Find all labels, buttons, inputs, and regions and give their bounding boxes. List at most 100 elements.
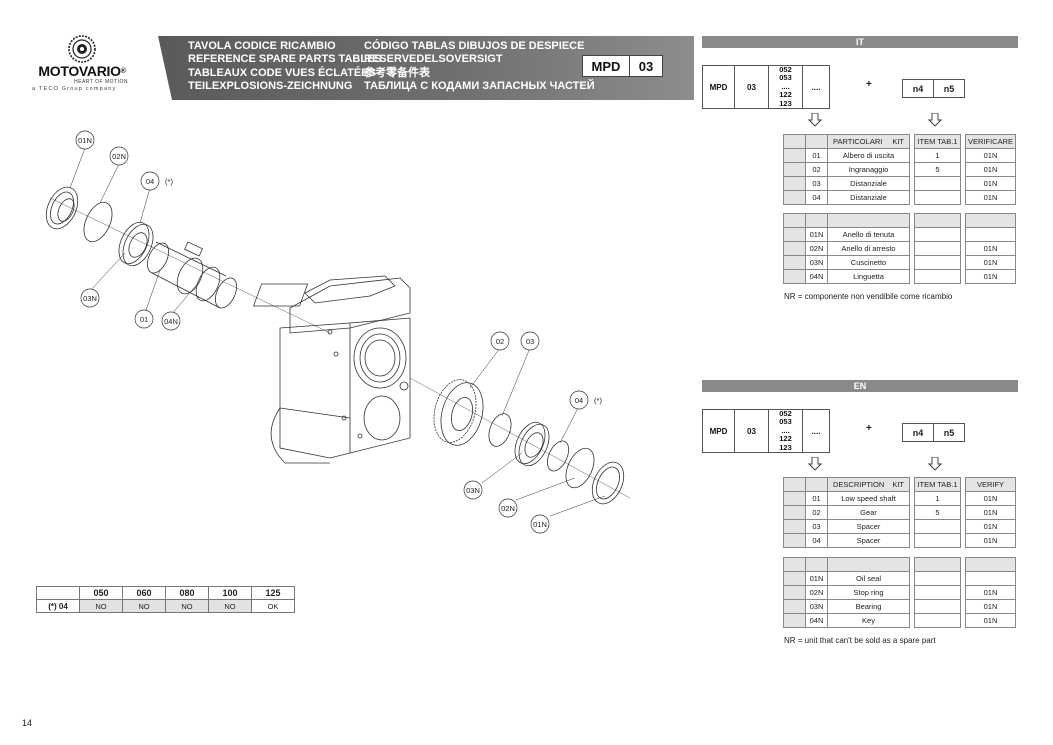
gear-emblem-icon	[68, 35, 96, 63]
down-arrow-icon	[928, 113, 942, 127]
callout-label: 04	[575, 396, 583, 405]
callout-label: 01N	[533, 520, 547, 529]
size-header: 080	[165, 586, 209, 600]
callout-label: 03N	[466, 486, 480, 495]
code-sizes: 052 053 .... 122 123	[768, 409, 803, 453]
size-value: 053	[779, 73, 792, 83]
code-number-box: 03	[629, 55, 663, 77]
title-column-2: CÓDIGO TABLAS DIBUJOS DE DESPIECE RESERV…	[364, 40, 595, 94]
title-line: TABLEAUX CODE VUES ÉCLATÉES	[188, 66, 376, 79]
col-header-verify: VERIFY	[965, 477, 1016, 492]
size-value: ....	[781, 81, 790, 91]
callout-label: 02	[496, 337, 504, 346]
oil-seal-part	[45, 186, 79, 230]
size-header: 060	[122, 586, 166, 600]
col-header-item: ITEM TAB.1	[914, 477, 961, 492]
size-value: 123	[779, 442, 792, 452]
size-availability-table: 050 060 080 100 125 (*) 04 NO NO NO NO O…	[36, 586, 295, 613]
callout-label: 01	[140, 315, 148, 324]
title-line: 参考零备件表	[364, 66, 430, 79]
size-value: 122	[779, 90, 792, 100]
callout-label: 02N	[112, 152, 126, 161]
code-kit-placeholder: ....	[802, 65, 830, 109]
size-cell: NO	[208, 599, 252, 613]
spacer-part	[547, 440, 569, 472]
code-mpd: MPD	[702, 409, 735, 453]
col-header-part: DESCRIPTION	[833, 480, 885, 489]
size-cell: NO	[122, 599, 166, 613]
down-arrow-icon	[808, 113, 822, 127]
size-cell: NO	[79, 599, 123, 613]
code-sizes: 052 053 .... 122 123	[768, 65, 803, 109]
code-mpd-box: MPD	[582, 55, 630, 77]
size-header: 100	[208, 586, 252, 600]
section-header-it: IT	[702, 36, 1018, 48]
bearing-part	[118, 221, 154, 267]
callout-asterisk: (*)	[594, 396, 602, 405]
code-kit-placeholder: ....	[802, 409, 830, 453]
note-en: NR = unit that can't be sold as a spare …	[784, 636, 936, 645]
title-line: CÓDIGO TABLAS DIBUJOS DE DESPIECE	[364, 40, 585, 52]
callout-label: 03	[526, 337, 534, 346]
col-header-kit: KIT	[892, 137, 904, 146]
page-number: 14	[22, 718, 33, 728]
size-value: 123	[779, 98, 792, 108]
title-line: ТАБЛИЦА С КОДАМИ ЗАПАСНЫХ ЧАСТЕЙ	[364, 80, 595, 93]
col-header-kit: KIT	[892, 480, 904, 489]
callout-asterisk: (*)	[165, 177, 173, 186]
down-arrow-icon	[808, 457, 822, 471]
callout-label: 01N	[78, 136, 92, 145]
plus-sign: +	[866, 423, 872, 434]
size-cell: NO	[165, 599, 209, 613]
spacer-part	[488, 413, 512, 447]
gearbox-housing	[253, 275, 411, 464]
code-number: 03	[734, 65, 769, 109]
size-value: 122	[779, 434, 792, 444]
brand-name: MOTOVARIO	[38, 63, 121, 79]
title-line: REFERENCE SPARE PARTS TABLES	[188, 53, 382, 66]
section-header-en: EN	[702, 380, 1018, 392]
title-line: TAVOLA CODICE RICAMBIO	[188, 40, 336, 52]
output-shaft-part	[147, 241, 237, 309]
exploded-view-drawing: 01N 02N 04 (*) 03N 01 04N 02 03 04 (*) 0…	[45, 130, 631, 534]
plus-sign: +	[866, 79, 872, 90]
down-arrow-icon	[928, 457, 942, 471]
stop-ring-part	[565, 447, 595, 489]
callout-label: 02N	[501, 504, 515, 513]
col-header-part: PARTICOLARI	[833, 137, 883, 146]
size-header: 050	[79, 586, 123, 600]
note-it: NR = componente non vendibile come ricam…	[784, 292, 953, 301]
callout-label: 03N	[83, 294, 97, 303]
code-n5: n5	[933, 423, 965, 442]
col-header-item: ITEM TAB.1	[914, 134, 961, 149]
gear-part	[433, 379, 484, 446]
size-value: ....	[781, 425, 790, 435]
brand-logo: MOTOVARIO® HEART OF MOTION	[32, 34, 132, 85]
callout-label: 04	[146, 177, 154, 186]
size-cell: OK	[251, 599, 295, 613]
stop-ring-part	[83, 201, 113, 243]
code-number: 03	[734, 409, 769, 453]
size-row-label: (*) 04	[36, 599, 80, 613]
title-line: RESERVEDELSOVERSIGT	[364, 53, 503, 66]
brand-tagline: HEART OF MOTION	[74, 79, 128, 85]
size-header	[36, 586, 80, 600]
col-header-verify: VERIFICARE	[964, 134, 1017, 149]
